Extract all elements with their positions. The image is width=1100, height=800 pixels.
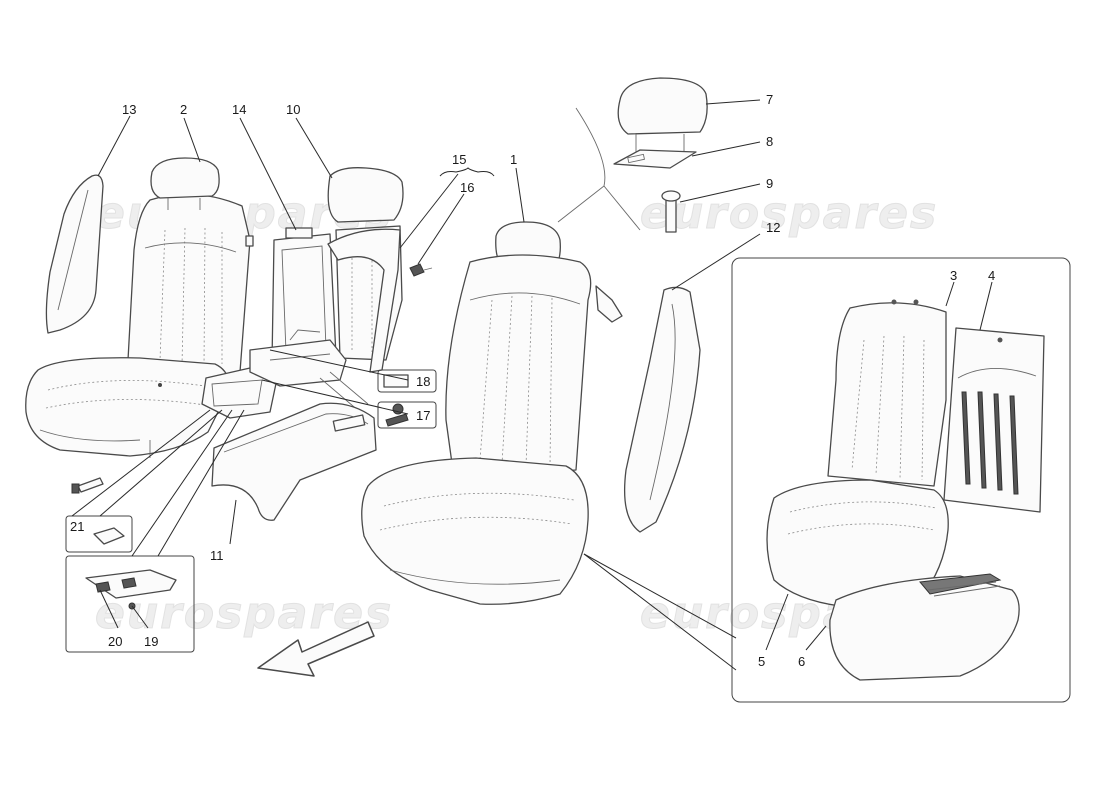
part-18-box: [377, 369, 437, 393]
headrest-part-7: [617, 77, 708, 135]
callout-18: 18: [416, 374, 430, 389]
frame-slats: [961, 391, 1019, 495]
side-trim-panel: [45, 174, 104, 334]
front-cushion: [361, 457, 589, 605]
watermark-bottom-left: eurospares: [95, 588, 393, 639]
callout-6: 6: [798, 654, 805, 669]
bolt-head: [71, 483, 80, 494]
leader-lines: [71, 99, 993, 671]
callout-11: 11: [210, 548, 224, 563]
callout-10: 10: [286, 102, 300, 117]
cushion-base-6: [829, 575, 1020, 681]
cushion-cover-5: [766, 479, 949, 607]
callout-3: 3: [950, 268, 957, 283]
callout-15: 15: [452, 152, 466, 167]
rear-headrest-right: [327, 167, 404, 223]
armrest-pad: [211, 402, 377, 521]
rear-seat-left: [25, 157, 254, 494]
watermark-top-right: eurospares: [640, 188, 938, 239]
callout-5: 5: [758, 654, 765, 669]
armrest-pad-insert: [332, 414, 366, 432]
part-19-20-box: [65, 555, 195, 653]
bracket-part: [93, 527, 125, 545]
rear-headrest-left: [150, 157, 220, 199]
small-parts: [65, 369, 437, 653]
callout-1: 1: [510, 152, 517, 167]
callout-13: 13: [122, 102, 136, 117]
callout-12: 12: [766, 220, 780, 235]
callout-8: 8: [766, 134, 773, 149]
side-trim-12: [623, 286, 701, 533]
clip-fastener: [409, 263, 425, 277]
callout-2: 2: [180, 102, 187, 117]
callout-21: 21: [70, 519, 84, 534]
belt-anchor: [595, 285, 623, 323]
detail-inset: [731, 257, 1071, 703]
callout-14: 14: [232, 102, 246, 117]
arrow-down-left-icon: [257, 621, 375, 677]
callout-labels: 13 2 14 10 15 16 1 7 8 9 12 3 4 18 17 21…: [70, 92, 995, 669]
centre-armrest-assembly: [201, 167, 433, 521]
part-21-box: [65, 515, 133, 553]
headrest-parts: [557, 77, 708, 233]
callout-16: 16: [460, 180, 474, 195]
backrest-latch: [245, 235, 254, 247]
inset-frame: [731, 257, 1071, 703]
callout-17: 17: [416, 408, 430, 423]
callout-7: 7: [766, 92, 773, 107]
screw-part: [385, 413, 409, 427]
fixing-bolt: [77, 477, 104, 493]
rear-backrest: [127, 193, 251, 380]
callout-4: 4: [988, 268, 995, 283]
callout-19: 19: [144, 634, 158, 649]
front-seat: [361, 221, 623, 605]
seat-side-panel: [623, 286, 701, 533]
callout-9: 9: [766, 176, 773, 191]
part-17-box: [377, 401, 437, 429]
front-backrest: [445, 254, 592, 479]
backrest-cover-3: [827, 302, 947, 487]
cap-part: [383, 374, 409, 388]
cushion-mount-point: [158, 383, 162, 387]
rear-cushion-left: [25, 357, 230, 457]
armrest-hinge-top: [285, 227, 313, 239]
callout-20: 20: [108, 634, 122, 649]
bracket-holes: [95, 577, 137, 593]
guide-sleeve-9: [665, 197, 677, 233]
guide-plate-8: [613, 149, 697, 169]
backrest-frame-4: [943, 327, 1045, 513]
